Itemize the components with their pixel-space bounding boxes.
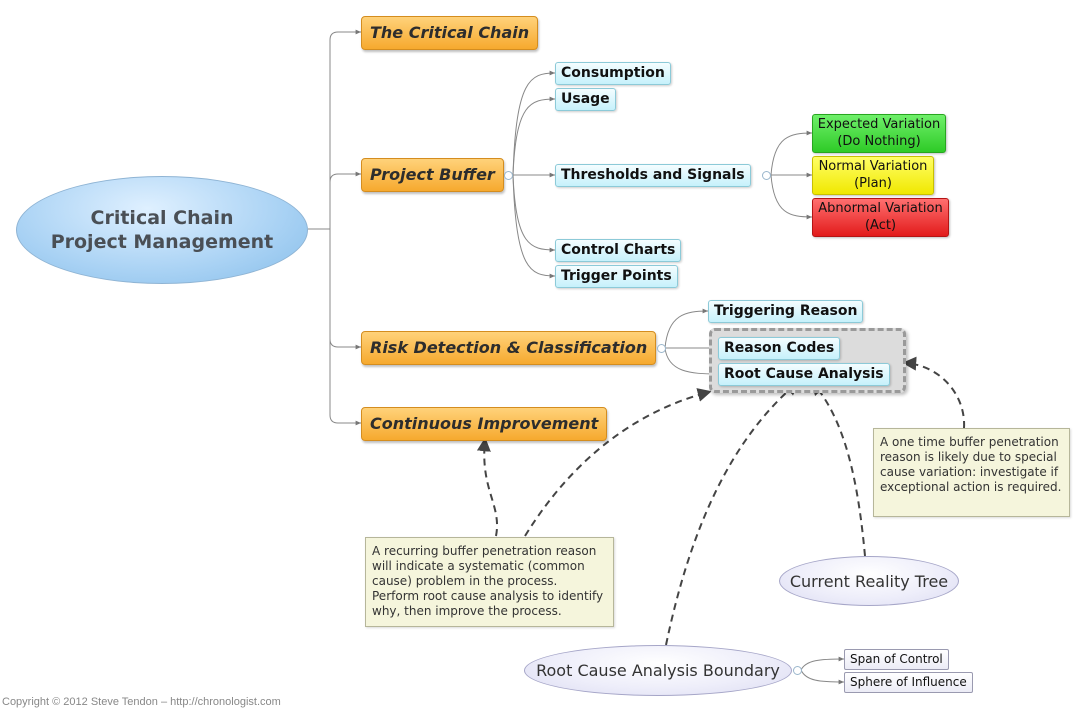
variation-expected-line1: Expected Variation <box>817 117 941 132</box>
collapse-toggle-risk-detection[interactable] <box>657 344 666 353</box>
floating-rca-boundary[interactable]: Root Cause Analysis Boundary <box>524 645 792 696</box>
variation-normal-line1: Normal Variation <box>818 159 928 174</box>
variation-normal[interactable]: Normal Variation (Plan) <box>812 156 934 195</box>
subtopic-triggering-reason[interactable]: Triggering Reason <box>708 300 864 323</box>
topic-project-buffer[interactable]: Project Buffer <box>361 158 504 192</box>
collapse-toggle-rca-boundary[interactable] <box>793 666 802 675</box>
subtopic-reason-codes[interactable]: Reason Codes <box>718 337 841 360</box>
subtopic-span-of-control[interactable]: Span of Control <box>844 649 949 670</box>
copyright-text: Copyright © 2012 Steve Tendon – http://c… <box>2 696 281 708</box>
note-special-cause[interactable]: A one time buffer penetration reason is … <box>873 428 1070 517</box>
subtopic-sphere-of-influence[interactable]: Sphere of Influence <box>844 672 973 693</box>
variation-expected-line2: (Do Nothing) <box>837 134 921 149</box>
central-topic[interactable]: Critical Chain Project Management <box>16 176 308 284</box>
variation-abnormal-line1: Abnormal Variation <box>818 201 943 216</box>
variation-normal-line2: (Plan) <box>854 176 892 191</box>
collapse-toggle-thresholds[interactable] <box>762 171 771 180</box>
subtopic-thresholds-and-signals[interactable]: Thresholds and Signals <box>555 164 751 187</box>
subtopic-consumption[interactable]: Consumption <box>555 62 671 85</box>
topic-the-critical-chain[interactable]: The Critical Chain <box>361 16 539 50</box>
variation-abnormal-line2: (Act) <box>864 218 897 233</box>
central-topic-line1: Critical Chain <box>90 207 234 229</box>
collapse-toggle-project-buffer[interactable] <box>504 171 513 180</box>
topic-risk-detection[interactable]: Risk Detection & Classification <box>361 331 657 365</box>
subtopic-root-cause-analysis[interactable]: Root Cause Analysis <box>718 363 890 386</box>
topic-continuous-improvement[interactable]: Continuous Improvement <box>361 407 608 441</box>
floating-current-reality-tree[interactable]: Current Reality Tree <box>779 556 959 606</box>
note-common-cause[interactable]: A recurring buffer penetration reason wi… <box>365 537 614 627</box>
variation-expected[interactable]: Expected Variation (Do Nothing) <box>812 114 946 153</box>
central-topic-line2: Project Management <box>50 231 274 253</box>
variation-abnormal[interactable]: Abnormal Variation (Act) <box>812 198 949 237</box>
subtopic-usage[interactable]: Usage <box>555 88 616 111</box>
subtopic-control-charts[interactable]: Control Charts <box>555 239 682 262</box>
subtopic-trigger-points[interactable]: Trigger Points <box>555 265 678 288</box>
